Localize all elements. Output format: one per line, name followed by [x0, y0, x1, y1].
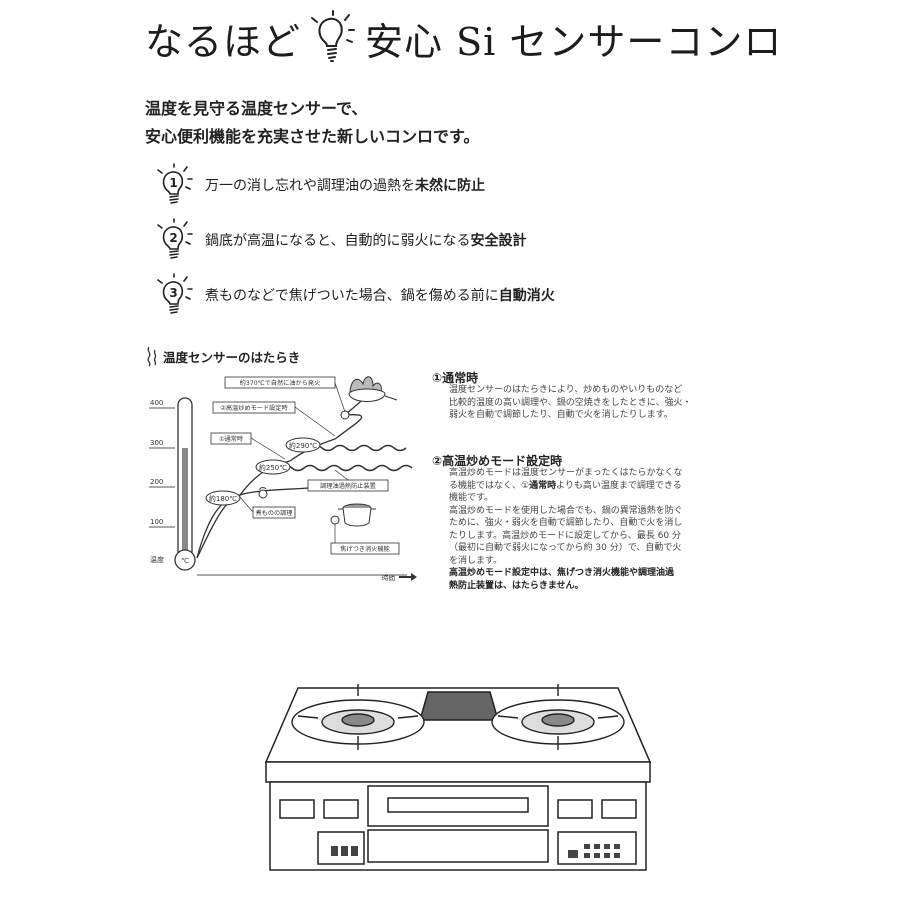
- grill-bottom-panel: [367, 829, 549, 863]
- thermometer-bulb-label: ℃: [181, 557, 189, 565]
- right-control-panel: [557, 831, 637, 865]
- high-mode-line: （最初に自動で弱火になってから約 30 分）で、自動で火: [449, 543, 682, 553]
- tick-label-400: 400: [150, 399, 163, 407]
- feature-item-1: 1 万一の消し忘れや調理油の過熱を未然に防止: [155, 163, 485, 207]
- feature-item-3: 3 煮ものなどで焦げついた場合、鍋を傷める前に自動消火: [155, 273, 555, 317]
- left-knob-2: [279, 799, 315, 819]
- threshold-wave-290: [309, 444, 407, 452]
- high-mode-warning: 高温炒めモード設定中は、焦げつき消火機能や調理油過: [449, 568, 675, 578]
- sensor-heading: 温度センサーのはたらき: [145, 345, 300, 367]
- callout-boil: 煮ものの調理: [255, 509, 292, 517]
- temperature-scale: [149, 407, 175, 528]
- scorch-point: [330, 515, 340, 525]
- callout-ignition: 約370℃で自然に油から発火: [240, 379, 321, 387]
- heat-wave-icon: [147, 346, 157, 367]
- time-axis-label: 時間: [382, 574, 395, 582]
- right-burner-icon: [491, 684, 625, 750]
- high-mode-line: 高温炒めモードを使用した場合でも、鍋の異常過熱を防ぐ: [449, 505, 683, 516]
- high-mode-line: ために、強火・弱火を自動で調節したり、自動で火を消し: [449, 518, 683, 528]
- temp-label-250: 約250℃: [259, 463, 287, 472]
- feature-text-3: 煮ものなどで焦げついた場合、鍋を傷める前に: [205, 288, 499, 304]
- feature-emphasis-1: 未然に防止: [415, 178, 485, 194]
- threshold-wave-250: [279, 464, 413, 472]
- grill-vent: [419, 691, 499, 721]
- high-mode-title: ②高温炒めモード設定時: [432, 454, 563, 468]
- normal-mode-line: 弱火を自動で調節したり、自動で火を消したりします。: [449, 410, 673, 420]
- temp-label-180: 約180℃: [209, 494, 237, 503]
- title-part1: なるほど: [145, 19, 302, 64]
- grill-window: [387, 797, 529, 813]
- lightbulb-icon: [311, 10, 356, 62]
- fire-pan-icon: [348, 376, 398, 402]
- callout-scorch: 焦げつき消火機能: [340, 545, 390, 553]
- tick-label-100: 100: [150, 518, 163, 526]
- intro-line-2: 安心便利機能を充実させた新しいコンロです。: [145, 127, 480, 146]
- title-part2: 安心 Si センサーコンロ: [365, 19, 783, 64]
- high-mode-line: たりします。高温炒めモードに設定してから、最長 60 分: [449, 530, 682, 541]
- left-burner-knob: [323, 799, 359, 819]
- temperature-diagram: ℃ 400 300 200 100 温度 時間 約290℃ 約250: [149, 376, 417, 582]
- feature-emphasis-2: 安全設計: [470, 233, 527, 249]
- numbered-bulb-icon: 3: [157, 273, 193, 314]
- small-pot-icon: [258, 487, 268, 499]
- intro-line-1: 温度を見守る温度センサーで、: [145, 99, 368, 118]
- high-mode-line: る機能ではなく、①通常時よりも高い温度まで調理できる: [449, 480, 682, 491]
- normal-mode-line: 温度センサーのはたらきにより、炒めものやいりものなど: [449, 385, 683, 395]
- feature-item-2: 2 鍋底が高温になると、自動的に弱火になる安全設計: [155, 218, 526, 262]
- normal-mode-title: ①通常時: [432, 371, 479, 385]
- tick-label-300: 300: [150, 439, 163, 447]
- feature-text-2: 鍋底が高温になると、自動的に弱火になる: [205, 233, 471, 249]
- normal-mode-description: 温度センサーのはたらきにより、炒めものやいりものなど 比較的温度の高い調理や、鍋…: [449, 384, 691, 422]
- normal-mode-line: 比較的温度の高い調理や、鍋の空焼きをしたときに、強火・: [449, 397, 692, 408]
- axis-unit-label: 温度: [150, 555, 164, 564]
- page-title: なるほど 安心 Si センサーコンロ: [145, 10, 782, 66]
- callout-high-mode: ②高温炒めモード設定時: [220, 404, 287, 412]
- left-burner-icon: [291, 684, 425, 750]
- sensor-heading-text: 温度センサーのはたらき: [163, 349, 301, 365]
- high-mode-description: 高温炒めモードは温度センサーがまったくはたらかなくな る機能ではなく、①通常時よ…: [449, 467, 683, 592]
- ignition-point: [340, 410, 350, 420]
- gas-stove-illustration: [264, 684, 652, 871]
- arrow-right-icon: [399, 573, 417, 581]
- numbered-bulb-icon: 1: [157, 163, 193, 204]
- feature-text-1: 万一の消し忘れや調理油の過熱を: [205, 178, 415, 194]
- callout-normal: ①通常時: [219, 435, 243, 443]
- svg-text:3: 3: [169, 286, 177, 300]
- high-mode-line: を消します。: [449, 555, 503, 566]
- feature-emphasis-3: 自動消火: [498, 288, 555, 304]
- scorched-pot-icon: [338, 503, 376, 527]
- stove-front-rim: [265, 761, 651, 783]
- tick-label-200: 200: [150, 478, 163, 486]
- callout-overheat: 調理油過熱防止装置: [320, 482, 376, 490]
- numbered-bulb-icon: 2: [157, 218, 193, 259]
- high-mode-curve: [334, 414, 363, 440]
- temp-label-290: 約290℃: [289, 441, 317, 450]
- high-mode-line: 機能です。: [449, 493, 494, 503]
- svg-text:1: 1: [169, 176, 177, 190]
- thermometer-icon: ℃: [174, 397, 196, 571]
- high-mode-warning: 熱防止装置は、はたらきません。: [449, 580, 584, 591]
- right-burner-knob: [557, 799, 593, 819]
- high-mode-line: 高温炒めモードは温度センサーがまったくはたらかなくな: [449, 468, 683, 478]
- svg-text:2: 2: [169, 231, 177, 245]
- right-knob-2: [601, 799, 637, 819]
